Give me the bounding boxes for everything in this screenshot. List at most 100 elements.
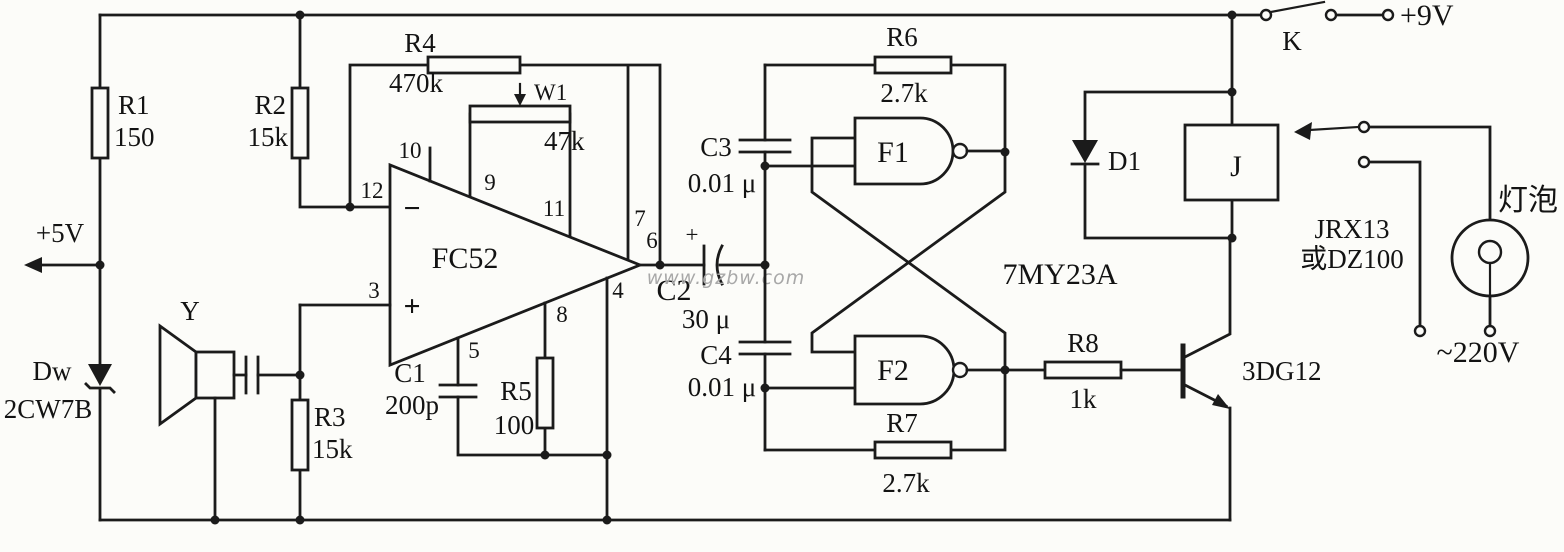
nand-gate-f1: F1 — [853, 116, 1007, 186]
pin9-label: 9 — [484, 170, 496, 195]
switch-lever — [1269, 0, 1326, 14]
r5-value-label: 100 — [494, 410, 535, 440]
r2-value-label: 15k — [248, 122, 289, 152]
resistor-r6-body — [873, 55, 953, 75]
inverting-input-sign: − — [403, 192, 420, 225]
resistor-r7: R7 2.7k — [763, 368, 1007, 498]
noninverting-input-sign: + — [403, 290, 420, 323]
resistor-r8: R8 1k — [1043, 328, 1185, 414]
coupling-column: C3 0.01 μ C4 0.01 μ — [688, 63, 792, 452]
flipflop-cross-coupling — [760, 136, 1010, 393]
resistor-r4: R4 470k — [345, 28, 665, 270]
d1-wires — [1083, 90, 1234, 240]
supply-9v-label: +9V — [1400, 0, 1454, 32]
resistor-r2-body — [290, 86, 310, 160]
f2-inverter-bubble — [951, 361, 969, 379]
f2-label: F2 — [877, 354, 909, 387]
pin6-label: 6 — [646, 228, 658, 253]
contact-lever — [1308, 125, 1360, 132]
c1-name-label: C1 — [394, 358, 426, 388]
f1-inverter-bubble — [951, 142, 969, 160]
switch-terminal-left — [1259, 8, 1273, 22]
d1-label: D1 — [1108, 146, 1141, 176]
w1-name-label: W1 — [534, 80, 567, 105]
c2-value-label: 30 μ — [682, 304, 730, 334]
r3-value-label: 15k — [312, 434, 353, 464]
r3-name-label: R3 — [314, 402, 346, 432]
r2-wires — [298, 13, 392, 209]
power-switch: K +9V — [1259, 0, 1454, 56]
supply-5v-label: +5V — [36, 218, 85, 248]
c2-name-label: C2 — [656, 274, 691, 307]
v9-terminal — [1381, 8, 1395, 22]
relay-model2-label: 或DZ100 — [1300, 244, 1404, 274]
microphone-y: Y — [158, 296, 305, 525]
resistor-r6: R6 2.7k — [763, 22, 1007, 154]
transistor-3dg12: 3DG12 — [1180, 236, 1322, 522]
diode-d1: D1 — [1070, 87, 1237, 243]
w1-wires — [468, 112, 572, 240]
mic-cap-plates — [244, 355, 260, 395]
r1-value-label: 150 — [114, 122, 155, 152]
resistor-r8-body — [1043, 360, 1123, 380]
r8-value-label: 1k — [1070, 384, 1098, 414]
relay-j: J JRX13 或DZ100 — [1183, 10, 1404, 274]
contact-terminal-top — [1357, 120, 1371, 134]
capacitor-c1: C1 200p — [385, 336, 609, 457]
pin7-label: 7 — [634, 206, 646, 231]
cross-line-b — [810, 150, 1007, 354]
c4-name-label: C4 — [700, 340, 732, 370]
resistor-r4-body — [426, 55, 522, 75]
resistor-r1-body — [90, 86, 110, 160]
relay-model-label: JRX13 — [1314, 214, 1389, 244]
r1-name-label: R1 — [118, 90, 150, 120]
r7-name-label: R7 — [886, 408, 918, 438]
gate-chip-label: 7MY23A — [1002, 258, 1117, 291]
r6-value-label: 2.7k — [880, 78, 928, 108]
wiper-arrow-icon — [514, 94, 526, 106]
r7-wires — [763, 368, 1007, 452]
w1-value-label: 47k — [544, 126, 585, 156]
mains-terminal-left — [1413, 324, 1427, 338]
speaker-horn-icon — [158, 323, 198, 427]
arrow-left-icon — [24, 257, 42, 273]
cross-line-a — [810, 136, 1007, 372]
r2-name-label: R2 — [254, 90, 286, 120]
lamp-circuit: 灯泡 ~220V — [1413, 184, 1558, 369]
pin8-label: 8 — [556, 302, 568, 327]
pin10-label: 10 — [399, 138, 422, 163]
emitter-arrow-icon — [1212, 394, 1230, 409]
pin5-label: 5 — [468, 338, 480, 363]
resistor-r3-body — [290, 398, 310, 472]
c1-plates — [438, 383, 478, 399]
resistor-r2: R2 15k — [248, 10, 392, 209]
supply-5v: +5V — [24, 218, 105, 273]
lamp-filament-loop — [1477, 239, 1503, 265]
c4-plates — [738, 340, 792, 356]
switch-k-label: K — [1282, 26, 1302, 56]
c3-value-label: 0.01 μ — [688, 168, 756, 198]
opamp-triangle-icon — [388, 162, 644, 368]
contact-wire-bottom — [1368, 160, 1422, 327]
resistor-r7-body — [873, 440, 953, 460]
transistor-label: 3DG12 — [1242, 356, 1322, 386]
ic-name-label: FC52 — [432, 242, 499, 275]
resistor-r5-body — [535, 356, 555, 430]
ground-drop — [602, 276, 612, 525]
pin11-label: 11 — [543, 196, 565, 221]
pin3-label: 3 — [368, 278, 380, 303]
c2-polarity-sign: + — [686, 222, 699, 247]
pin12-label: 12 — [361, 178, 384, 203]
c2-plate-curved — [715, 244, 724, 286]
mains-label: ~220V — [1437, 336, 1520, 369]
r4-value-label: 470k — [389, 68, 444, 98]
mains-terminal-right — [1483, 324, 1497, 338]
c3-plates — [738, 138, 792, 154]
r8-name-label: R8 — [1067, 328, 1099, 358]
switch-terminal-right — [1324, 8, 1338, 22]
contact-terminal-bottom — [1357, 155, 1371, 169]
watermark-text: www.gzbw.com — [647, 267, 805, 289]
c3-name-label: C3 — [700, 132, 732, 162]
contact-arrow-icon — [1294, 122, 1312, 140]
